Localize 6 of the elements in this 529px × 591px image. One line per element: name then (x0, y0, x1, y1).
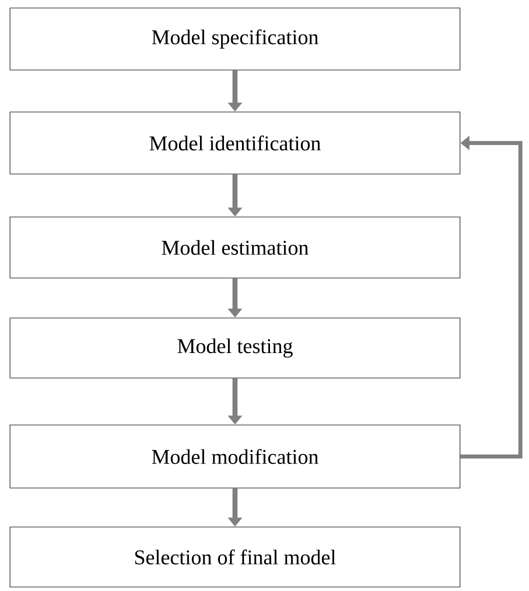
process-box: Model estimation (10, 216, 460, 278)
process-box: Model testing (10, 318, 460, 378)
process-box: Model modification (10, 424, 460, 488)
process-box: Model specification (10, 8, 460, 70)
process-box: Model identification (10, 112, 460, 174)
process-box: Selection of final model (10, 526, 460, 588)
